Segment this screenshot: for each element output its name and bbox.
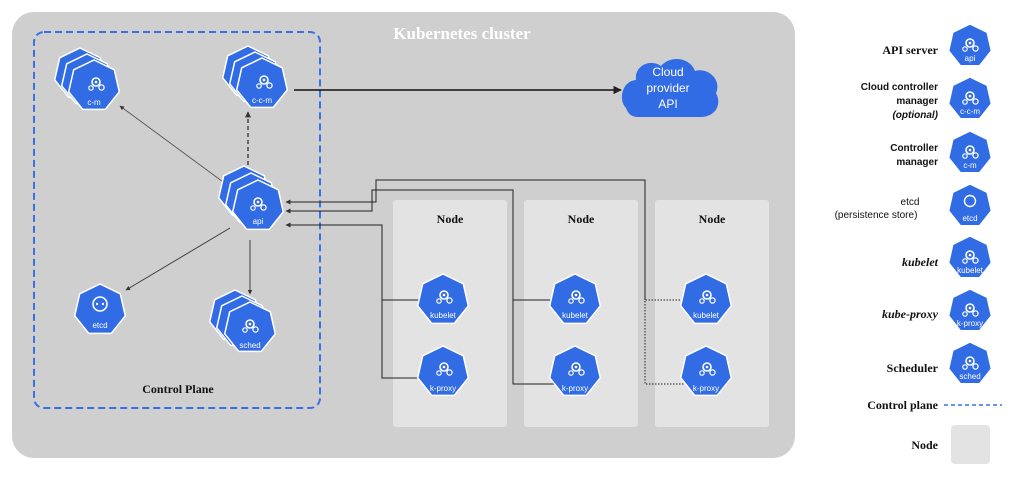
cm-label: c-m <box>87 98 101 107</box>
legend-kubelet-icon: kubelet <box>947 235 993 279</box>
legend-ccm-line1: Cloud controller <box>861 82 938 93</box>
edge-api-to-cm <box>119 105 235 191</box>
ccm-label: c-c-m <box>252 96 272 105</box>
legend-node-label: Node <box>911 438 938 452</box>
legend-etcd-line1: etcd <box>901 197 920 208</box>
etcd-icon: etcd <box>73 283 127 335</box>
legend-api-server-label: API server <box>882 43 938 57</box>
node3-kproxy-icon: k-proxy <box>679 345 733 397</box>
node-title-2: Node <box>568 212 595 226</box>
edge-node3-api-link <box>285 179 646 300</box>
legend-cm-line2: manager <box>896 157 938 168</box>
edge-node1-to-api <box>381 299 426 379</box>
cm-icon: c-m <box>53 47 121 111</box>
ccm-icon: c-c-m <box>221 45 289 109</box>
node2-kproxy-icon: k-proxy <box>548 345 602 397</box>
control-plane-label: Control Plane <box>142 382 214 396</box>
node1-kproxy-label: k-proxy <box>430 384 456 393</box>
api-icon: api <box>217 165 285 231</box>
api-label: api <box>253 217 264 226</box>
node-title-1: Node <box>437 212 464 226</box>
etcd-label: etcd <box>92 321 107 330</box>
legend-api-icon: api <box>947 23 993 67</box>
cloud-provider-api: Cloud provider API <box>621 58 719 117</box>
node-title-3: Node <box>699 212 726 226</box>
legend-ccm-line2: manager <box>896 96 938 107</box>
legend-cm-icon-text: c-m <box>963 161 977 170</box>
legend-node-swatch <box>951 425 990 464</box>
node2-kubelet-label: kubelet <box>562 311 589 320</box>
cloud-line-3: API <box>658 97 677 111</box>
legend-cm-icon: c-m <box>947 130 993 174</box>
node3-kubelet-label: kubelet <box>693 311 720 320</box>
node3-kubelet-icon: kubelet <box>679 273 733 325</box>
legend-etcd-icon-text: etcd <box>962 214 977 223</box>
node1-kproxy-icon: k-proxy <box>416 345 470 397</box>
node1-kubelet-label: kubelet <box>430 311 457 320</box>
node1-kubelet-icon: kubelet <box>416 273 470 325</box>
legend-kproxy-label: kube-proxy <box>882 307 939 321</box>
cluster-title: Kubernetes cluster <box>393 24 531 43</box>
legend-ccm-icon-text: c-c-m <box>960 107 980 116</box>
sched-icon: sched <box>208 289 277 353</box>
legend-kproxy-icon-text: k-proxy <box>957 319 983 328</box>
legend-scheduler-label: Scheduler <box>887 361 939 375</box>
cloud-line-2: provider <box>646 81 689 95</box>
cloud-line-1: Cloud <box>652 65 683 79</box>
legend-api-icon-text: api <box>965 54 976 63</box>
edge-node2-api-link <box>285 189 514 300</box>
node2-kubelet-icon: kubelet <box>548 273 602 325</box>
legend-etcd-line2: (persistence store) <box>835 210 918 221</box>
legend: API server api Cloud controller manager … <box>835 23 1002 464</box>
edge-node2-to-api <box>512 299 558 385</box>
legend-sched-icon: sched <box>947 341 993 385</box>
legend-ccm-icon: c-c-m <box>947 76 993 120</box>
legend-kubelet-label: kubelet <box>902 255 939 269</box>
legend-etcd-icon: etcd <box>947 183 993 227</box>
sched-label: sched <box>239 341 260 350</box>
legend-cm-line1: Controller <box>890 143 938 154</box>
edge-node3-to-api <box>644 299 689 385</box>
legend-kubelet-icon-text: kubelet <box>957 266 984 275</box>
edge-node1-api-link <box>285 222 383 300</box>
legend-kproxy-icon: k-proxy <box>947 288 993 332</box>
legend-sched-icon-text: sched <box>959 372 980 381</box>
node2-kproxy-label: k-proxy <box>562 384 588 393</box>
control-plane-boundary <box>33 31 321 409</box>
node3-kproxy-label: k-proxy <box>693 384 719 393</box>
edge-api-to-etcd <box>125 227 231 291</box>
legend-ccm-line3: (optional) <box>892 110 938 121</box>
legend-control-plane-label: Control plane <box>867 398 938 412</box>
